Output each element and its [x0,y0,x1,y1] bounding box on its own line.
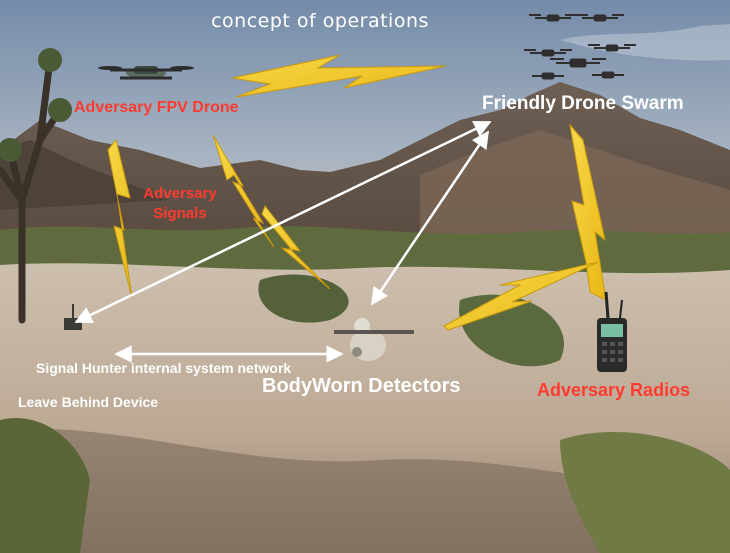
bush [0,418,90,553]
link-arrows [74,120,492,363]
label-leave-behind-device: Leave Behind Device [18,394,159,410]
joshua-tree-icon [0,48,72,324]
label-bodyworn-detectors: BodyWorn Detectors [262,375,461,397]
bush [560,431,730,553]
label-adversary-signals: Adversary Signals [143,185,217,222]
diagram-title: concept of operations [211,10,429,32]
label-friendly-drone-swarm: Friendly Drone Swarm [482,93,684,114]
dune-shadow [0,428,730,553]
label-adversary-radios: Adversary Radios [537,380,691,400]
cloud [560,24,730,61]
label-adversary-fpv-drone: Adversary FPV Drone [74,99,239,116]
handheld-radio-icon [597,291,627,372]
label-internal-network: Signal Hunter internal system network [36,360,292,376]
mountain-foothills [420,130,730,240]
arrow-bodyworn-to-swarm [370,130,490,306]
fpv-drone-icon [98,66,194,80]
drone-swarm-icon [524,14,636,80]
